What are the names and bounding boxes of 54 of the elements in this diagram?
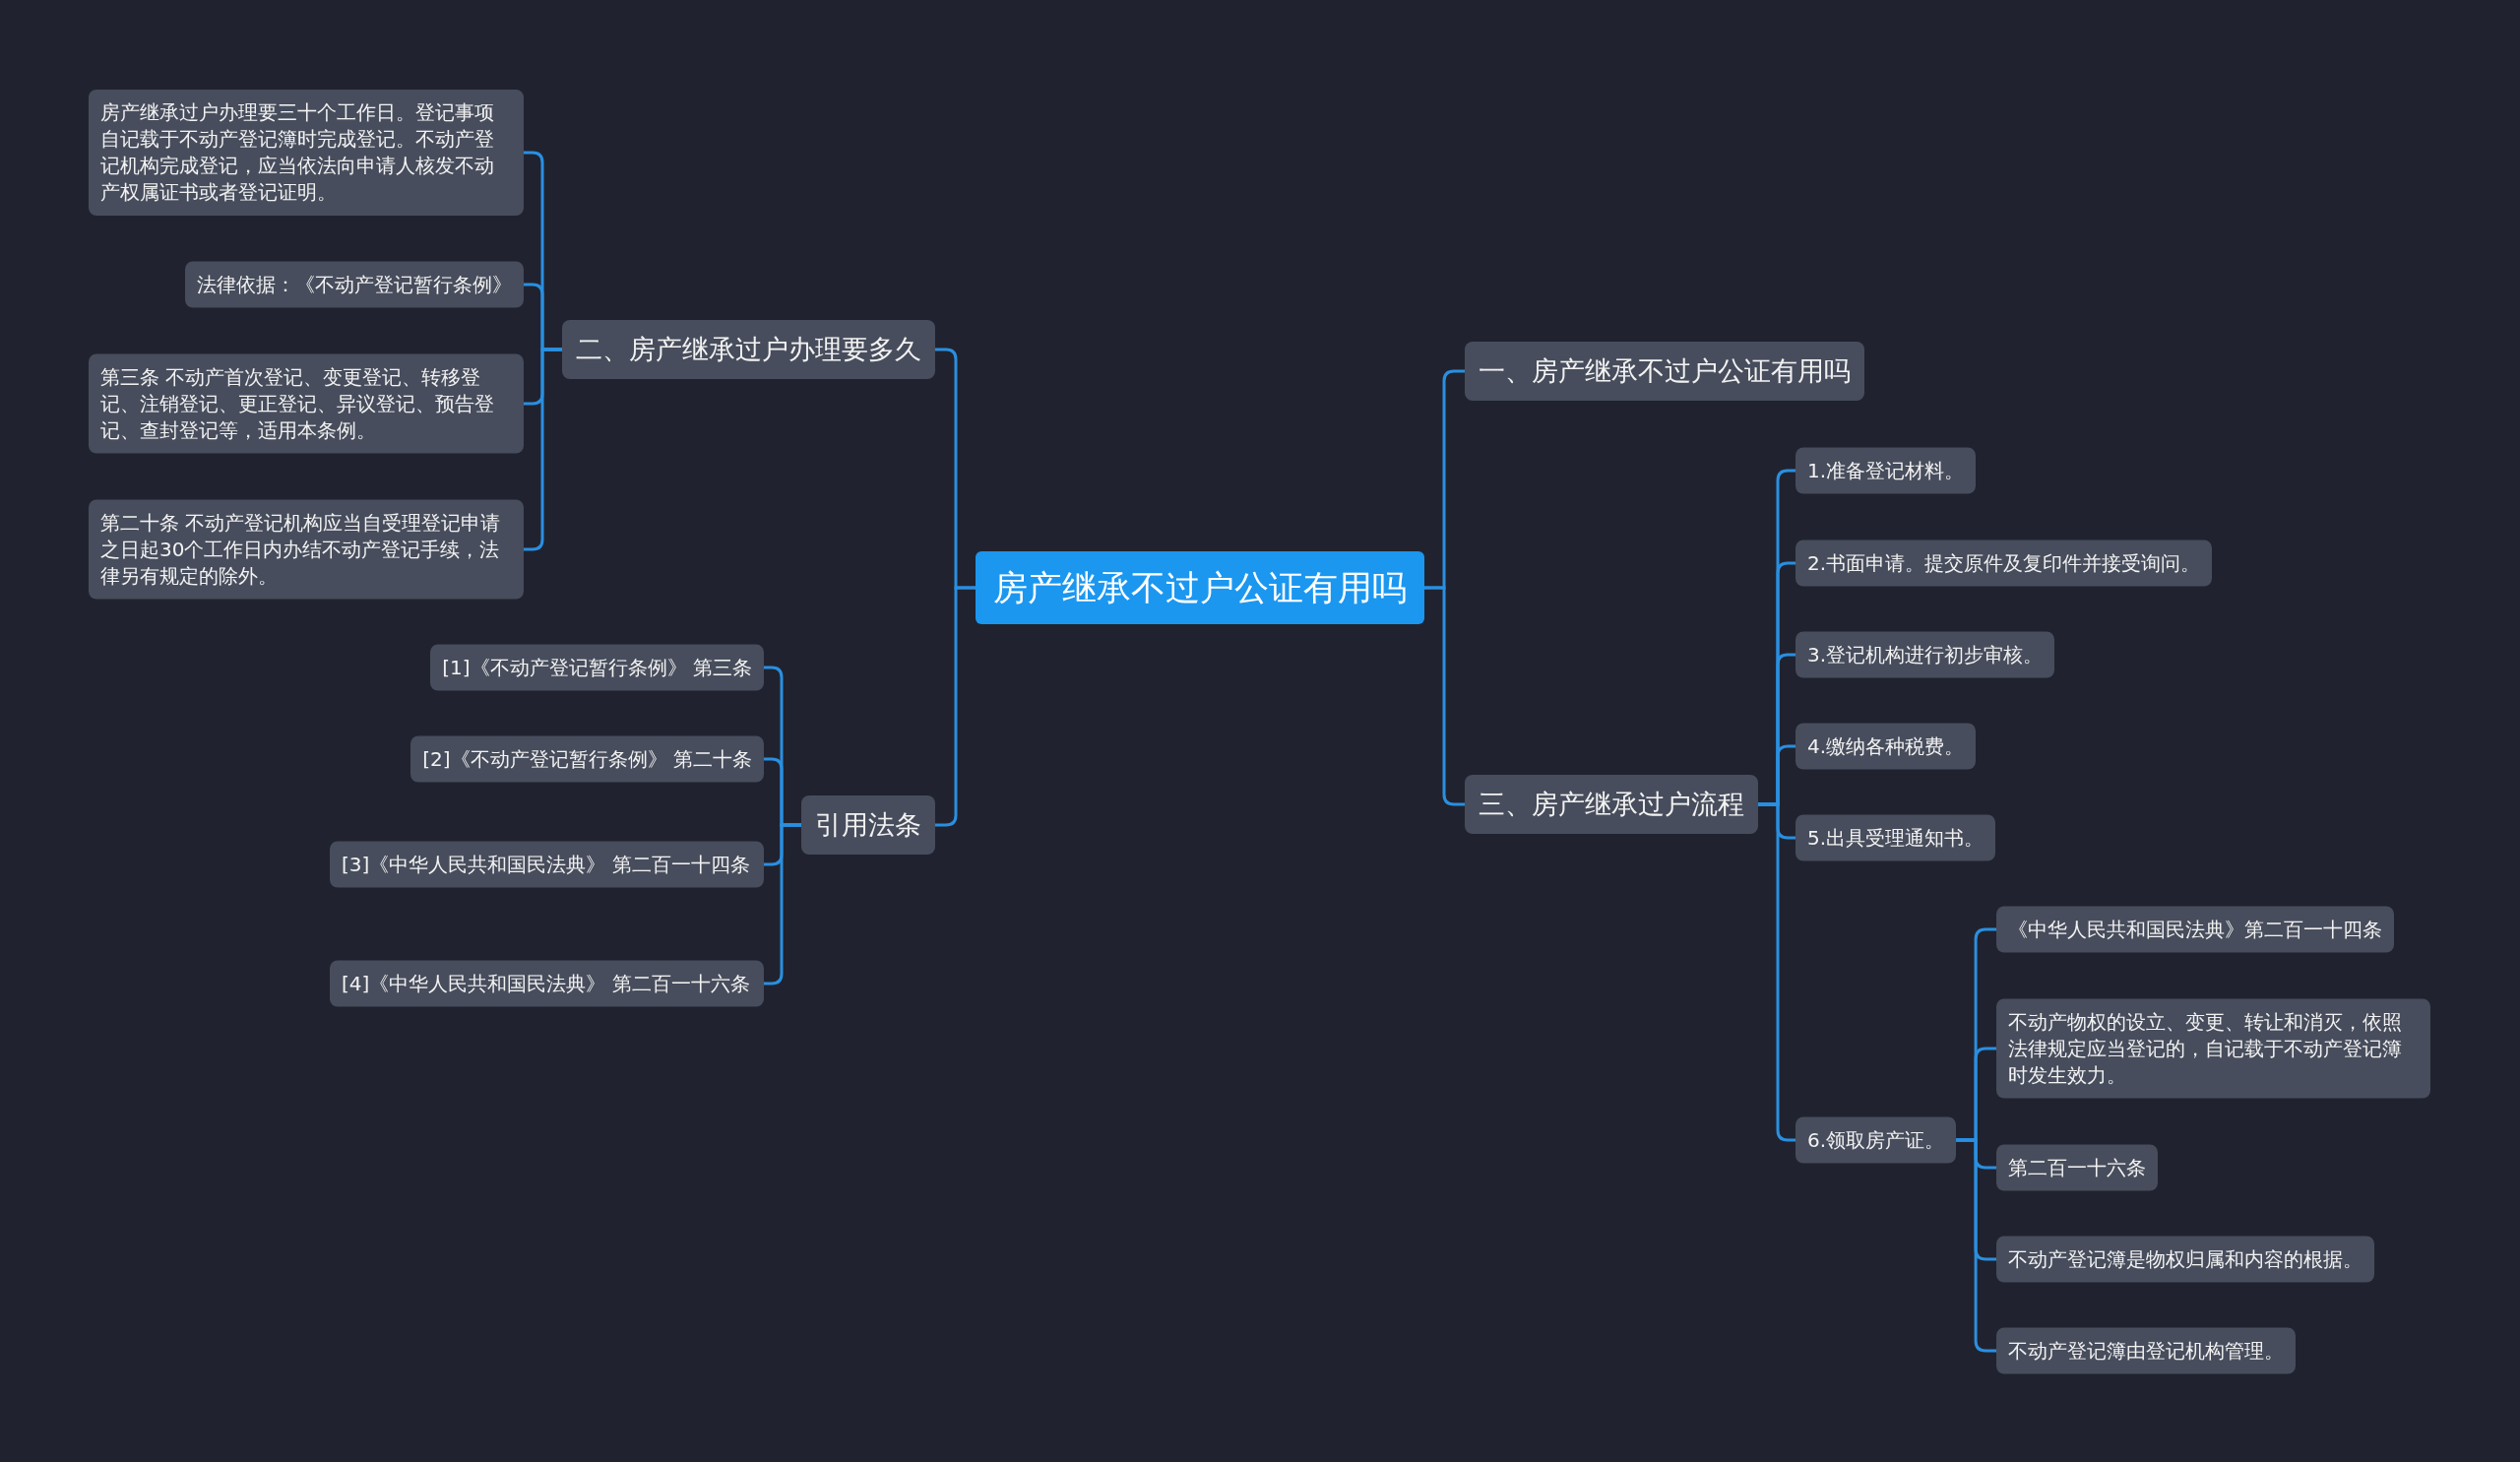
subtopic-box <box>185 261 524 308</box>
topic-text: 《中华人民共和国民法典》第二百一十四条 <box>2008 916 2382 943</box>
topic-text: 5.出具受理通知书。 <box>1807 824 1984 852</box>
branch-topic-box <box>801 795 935 855</box>
topic-text: 引用法条 <box>815 808 921 842</box>
topic-text: 法律依据：《不动产登记暂行条例》 <box>197 271 512 298</box>
subtopic-box <box>1996 998 2430 1099</box>
subtopic-box <box>1796 1116 1957 1164</box>
subtopic-box <box>1796 540 2213 587</box>
subtopic-box <box>1796 631 2055 678</box>
topic-text: [4]《中华人民共和国民法典》 第二百一十六条 <box>342 970 751 997</box>
topic-text: 不动产登记簿是物权归属和内容的根据。 <box>2008 1245 2362 1273</box>
topic-text: 1.准备登记材料。 <box>1807 457 1965 484</box>
topic-text: 第三条 不动产首次登记、变更登记、转移登记、注销登记、更正登记、异议登记、预告登记、查封登记等，适用本条例。 <box>100 363 495 444</box>
branch-topic-box <box>1465 342 1864 401</box>
subtopic-box <box>1996 1236 2374 1283</box>
topic-text: 第二百一十六条 <box>2008 1154 2146 1181</box>
topic-text: 不动产物权的设立、变更、转让和消灭，依照法律规定应当登记的，自记载于不动产登记簿时发生效力。 <box>2008 1008 2403 1089</box>
subtopic-box <box>1796 447 1977 494</box>
topic-text: 不动产登记簿由登记机构管理。 <box>2008 1337 2284 1365</box>
topic-text: 3.登记机构进行初步审核。 <box>1807 641 2044 668</box>
connector-line <box>764 823 801 985</box>
subtopic-box <box>1996 1144 2158 1191</box>
subtopic-box <box>89 499 524 600</box>
subtopic-box <box>330 960 764 1007</box>
topic-text: 房产继承过户办理要三十个工作日。登记事项自记载于不动产登记簿时完成登记。不动产登记机构完成登记，应当依法向申请人核发不动产权属证书或者登记证明。 <box>100 99 495 206</box>
topic-text: [1]《不动产登记暂行条例》 第三条 <box>442 654 752 681</box>
branch-topic-box <box>562 320 935 379</box>
subtopic-box <box>330 841 764 888</box>
connector-line <box>524 348 562 551</box>
subtopic-box <box>89 90 524 216</box>
topic-text: 6.领取房产证。 <box>1807 1126 1945 1154</box>
subtopic-box <box>410 735 764 783</box>
connector-line <box>1956 1138 1996 1353</box>
connector-line <box>935 586 976 827</box>
subtopic-box <box>430 644 764 691</box>
topic-text: 一、房产继承不过户公证有用吗 <box>1479 354 1851 388</box>
subtopic-box <box>1996 906 2394 953</box>
topic-text: 三、房产继承过户流程 <box>1479 788 1744 821</box>
central-topic-box <box>976 551 1424 624</box>
topic-text: 4.缴纳各种税费。 <box>1807 732 1965 760</box>
subtopic-box <box>89 353 524 454</box>
connector-line <box>1758 802 1796 1142</box>
topic-text: 第二十条 不动产登记机构应当自受理登记申请之日起30个工作日内办结不动产登记手续，法律另有规定的除外。 <box>100 509 502 590</box>
subtopic-box <box>1796 814 1996 861</box>
topic-text: 房产继承不过户公证有用吗 <box>992 567 1408 609</box>
subtopic-box <box>1996 1327 2296 1374</box>
topic-text: [3]《中华人民共和国民法典》 第二百一十四条 <box>342 851 751 878</box>
topic-text: 二、房产继承过户办理要多久 <box>576 333 921 366</box>
topic-text: [2]《不动产登记暂行条例》 第二十条 <box>422 745 752 773</box>
topic-text: 2.书面申请。提交原件及复印件并接受询问。 <box>1807 549 2201 577</box>
subtopic-box <box>1796 723 1977 770</box>
connector-line <box>1424 586 1465 806</box>
branch-topic-box <box>1465 775 1758 834</box>
